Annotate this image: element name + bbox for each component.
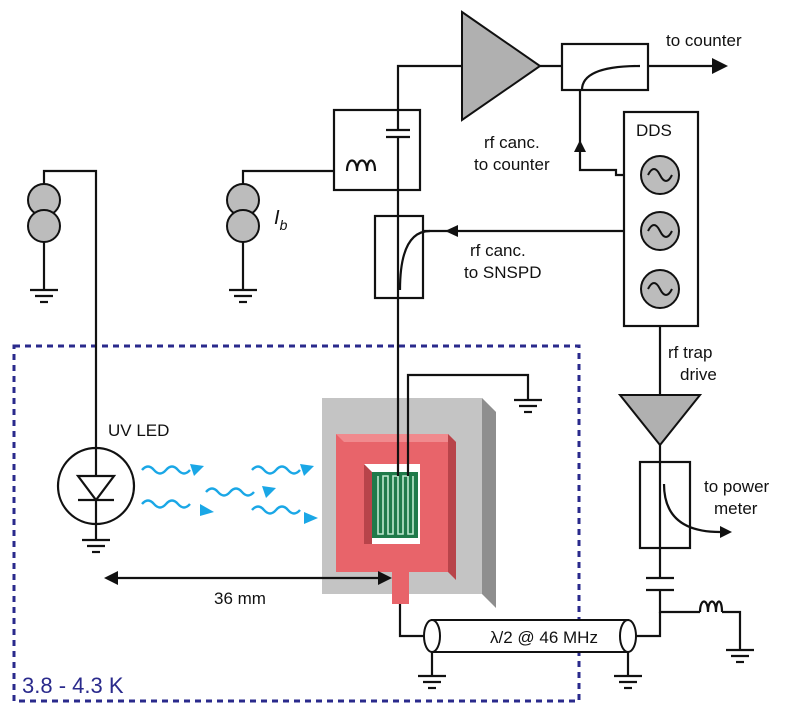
ground-symbol: [229, 288, 257, 304]
trap-drive-amplifier: [617, 394, 703, 447]
to-power-meter-label-line1: to power: [704, 477, 770, 496]
ground-symbol: [514, 398, 542, 414]
uv-photon-waves: [141, 464, 318, 524]
ground-symbol: [30, 288, 58, 304]
to-power-meter-label-line2: meter: [714, 499, 758, 518]
to-counter-label: to counter: [666, 31, 742, 50]
dds-oscillator-3: [640, 269, 680, 309]
rf-trap-label-line2: drive: [680, 365, 717, 384]
rf-canc-counter-label-line1: rf canc.: [484, 133, 540, 152]
uv-led-label: UV LED: [108, 421, 169, 440]
readout-amplifier: [461, 10, 542, 122]
ground-symbol: [82, 538, 110, 554]
led-current-source: [27, 183, 61, 290]
ground-symbol: [614, 674, 642, 690]
rf-canc-counter-label-line2: to counter: [474, 155, 550, 174]
bias-current-source: [226, 183, 260, 290]
rf-trap-label-line1: rf trap: [668, 343, 712, 362]
half-wave-resonator: [423, 619, 637, 653]
dds-label: DDS: [636, 121, 672, 140]
rf-canc-snspd-label-line2: to SNSPD: [464, 263, 541, 282]
dds-oscillator-1: [640, 155, 680, 195]
power-meter-coupler: [638, 460, 692, 550]
resonator-label: λ/2 @ 46 MHz: [490, 628, 598, 647]
rf-canc-snspd-label-line1: rf canc.: [470, 241, 526, 260]
bias-current-label: Ib: [274, 207, 288, 233]
bias-tee: [332, 108, 422, 192]
trap-inductor: [698, 600, 724, 613]
ground-symbol: [418, 674, 446, 690]
cryostat-region: [12, 344, 581, 703]
temperature-label: 3.8 - 4.3 K: [22, 673, 124, 698]
dds-oscillator-2: [640, 211, 680, 251]
ion-trap-chip: [322, 398, 496, 608]
snspd-detector: [372, 472, 418, 538]
distance-label: 36 mm: [214, 589, 266, 608]
bias-tee-inductor: [345, 159, 377, 172]
uv-led: [56, 446, 136, 526]
distance-arrow: [104, 571, 392, 585]
ground-symbol: [726, 648, 754, 664]
